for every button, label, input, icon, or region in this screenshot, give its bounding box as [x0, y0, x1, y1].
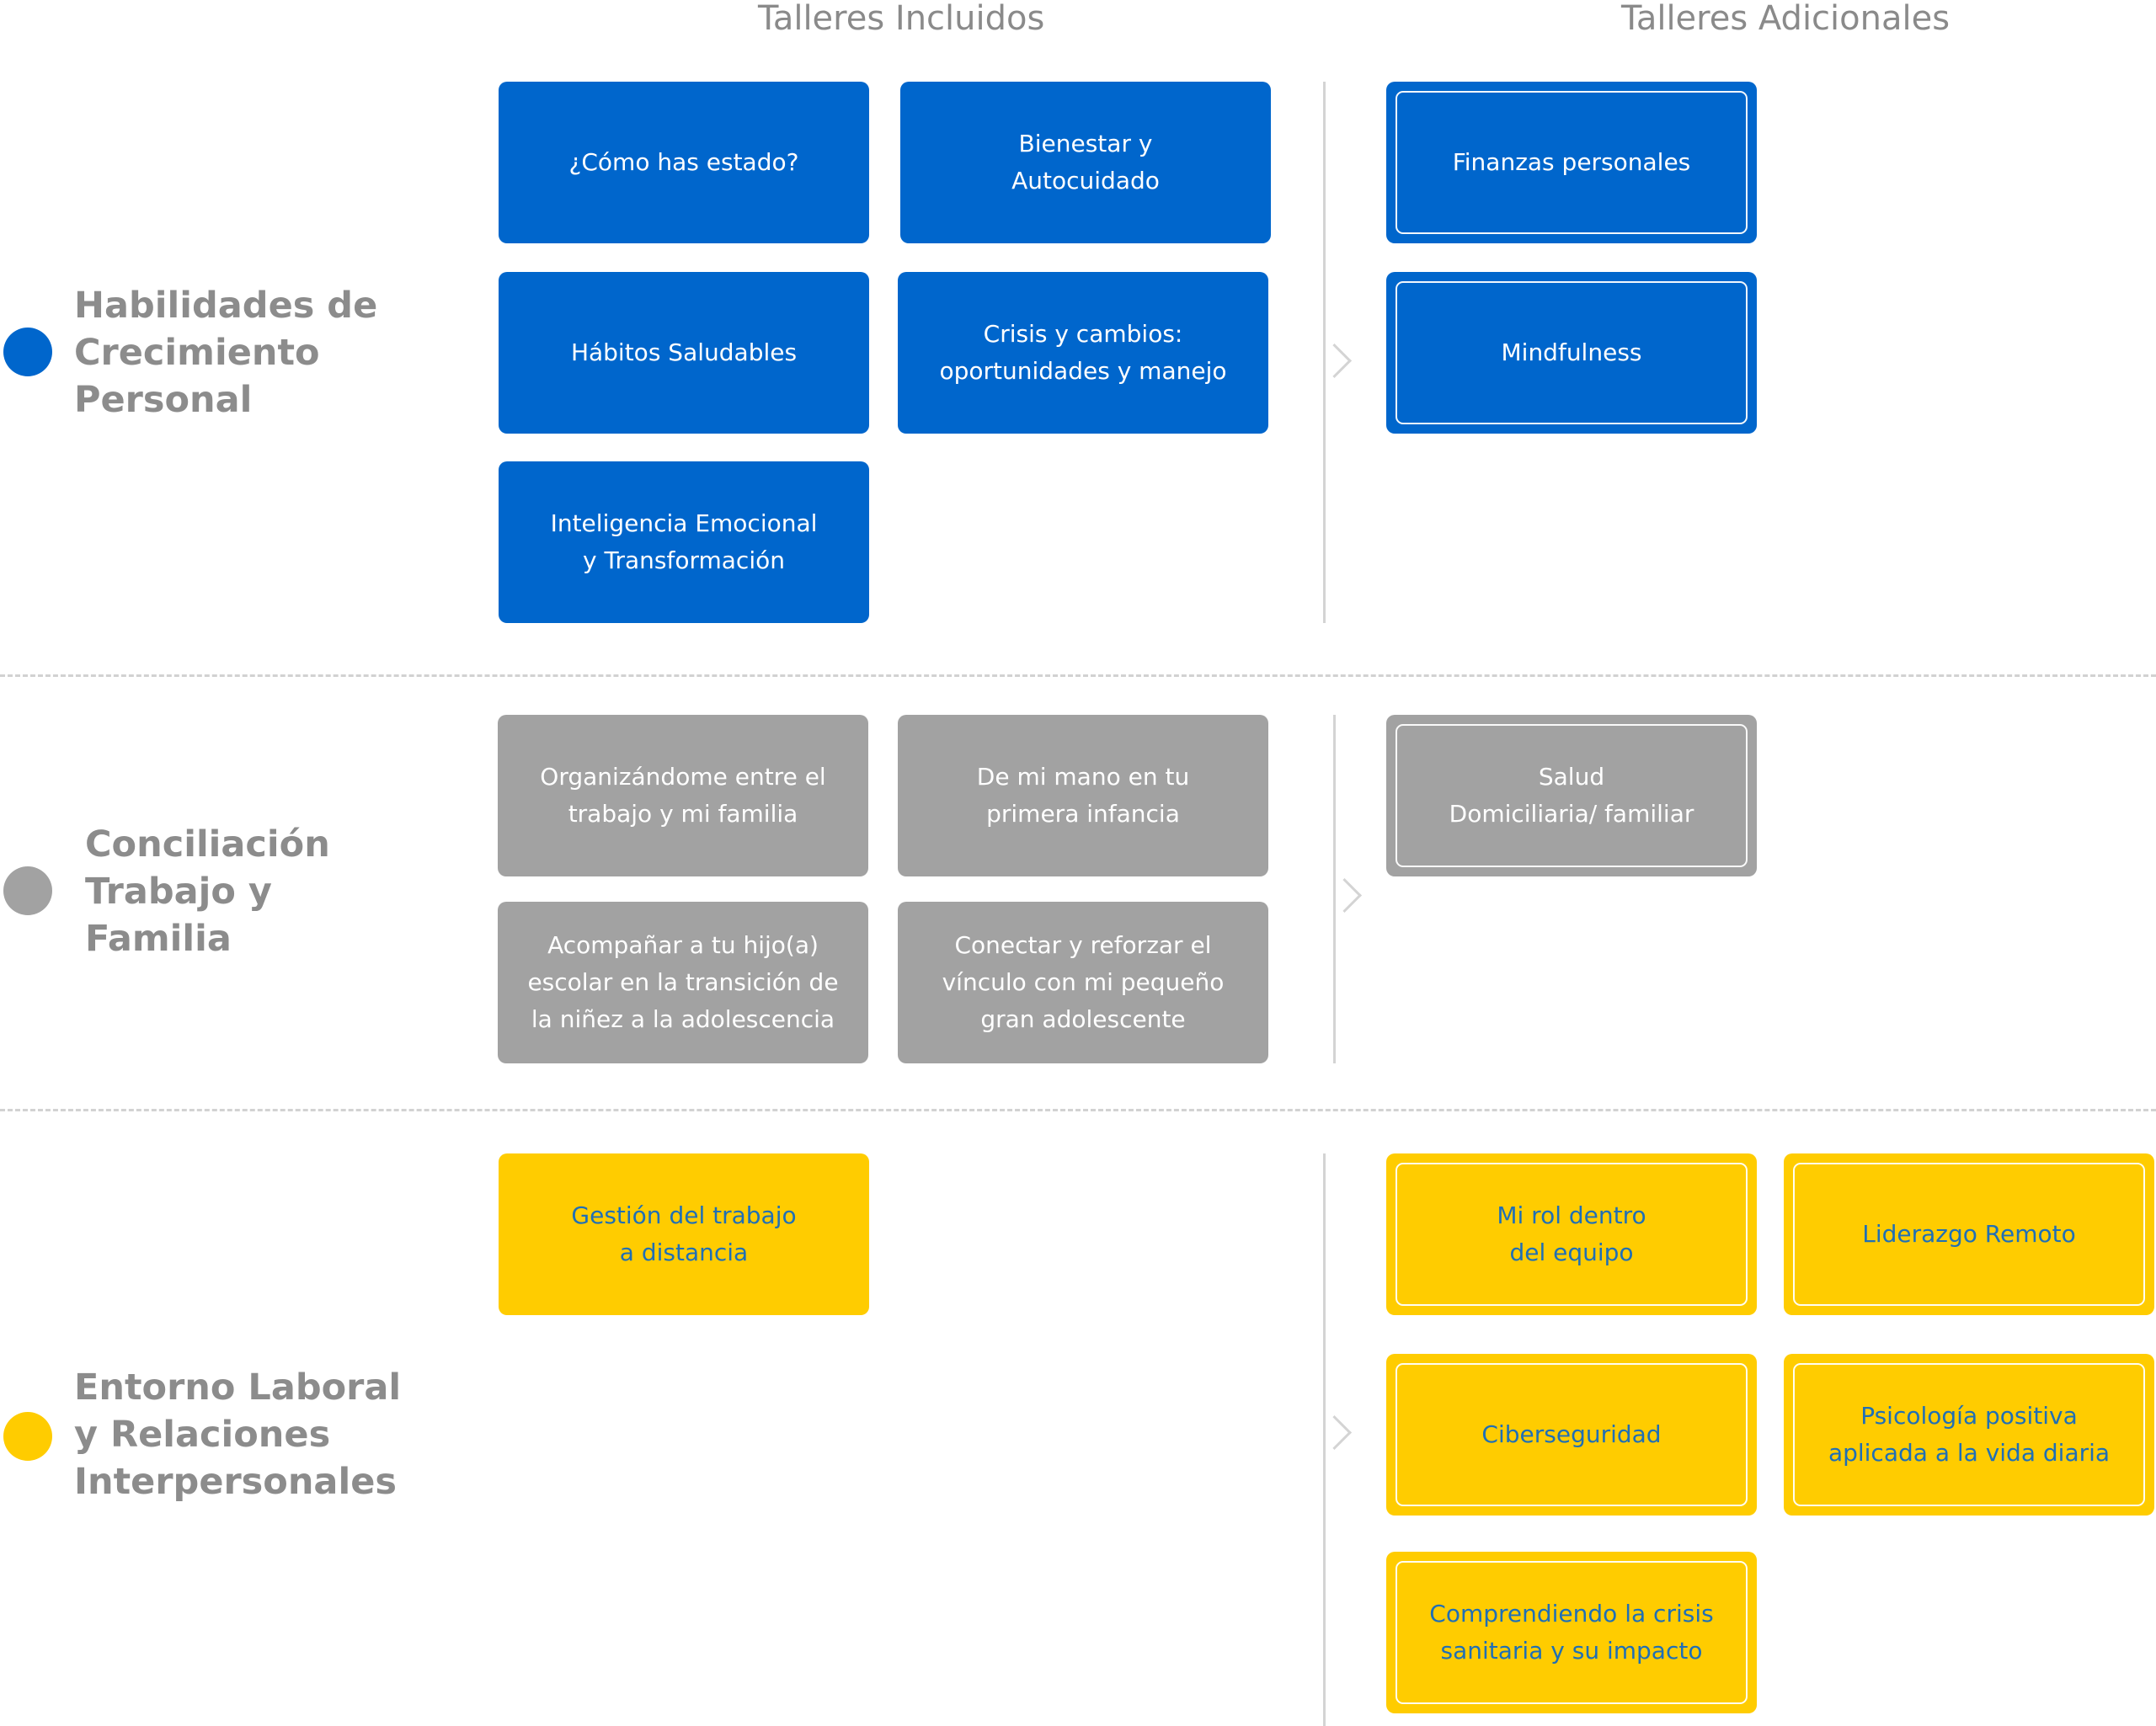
workshop-card[interactable]: Inteligencia Emocional y Transformación [499, 461, 869, 623]
additional-workshop-card[interactable]: Salud Domiciliaria/ familiar [1386, 715, 1757, 876]
category-dot-blue [3, 328, 52, 376]
column-divider [1333, 715, 1336, 1063]
workshop-card[interactable]: Hábitos Saludables [499, 272, 869, 434]
column-header-included: Talleres Incluidos [758, 0, 1045, 38]
category-dot-yellow [3, 1412, 52, 1461]
additional-workshop-card[interactable]: Mi rol dentro del equipo [1386, 1153, 1757, 1315]
section-separator [0, 1109, 2156, 1111]
workshop-card[interactable]: Organizándome entre el trabajo y mi fami… [498, 715, 868, 876]
additional-workshop-card[interactable]: Mindfulness [1386, 272, 1757, 434]
column-header-additional: Talleres Adicionales [1621, 0, 1951, 38]
workshop-card[interactable]: Conectar y reforzar el vínculo con mi pe… [898, 902, 1268, 1063]
additional-workshop-card[interactable]: Liderazgo Remoto [1784, 1153, 2154, 1315]
category-label-entorno-laboral: Entorno Laboral y Relaciones Interperson… [74, 1366, 402, 1503]
workshop-card[interactable]: De mi mano en tu primera infancia [898, 715, 1268, 876]
additional-workshop-card[interactable]: Comprendiendo la crisis sanitaria y su i… [1386, 1552, 1757, 1713]
workshop-card[interactable]: Bienestar y Autocuidado [900, 82, 1271, 243]
workshop-card[interactable]: ¿Cómo has estado? [499, 82, 869, 243]
additional-workshop-card[interactable]: Ciberseguridad [1386, 1354, 1757, 1516]
workshop-card[interactable]: Acompañar a tu hijo(a) escolar en la tra… [498, 902, 868, 1063]
additional-workshop-card[interactable]: Finanzas personales [1386, 82, 1757, 243]
workshop-card[interactable]: Crisis y cambios: oportunidades y manejo [898, 272, 1268, 434]
column-divider [1323, 1153, 1326, 1726]
category-label-crecimiento-personal: Habilidades de Crecimiento Personal [74, 285, 378, 421]
category-label-conciliacion: Conciliación Trabajo y Familia [85, 823, 330, 960]
section-separator [0, 674, 2156, 677]
workshop-card[interactable]: Gestión del trabajo a distancia [499, 1153, 869, 1315]
column-divider [1323, 82, 1326, 623]
additional-workshop-card[interactable]: Psicología positiva aplicada a la vida d… [1784, 1354, 2154, 1516]
category-dot-gray [3, 866, 52, 915]
